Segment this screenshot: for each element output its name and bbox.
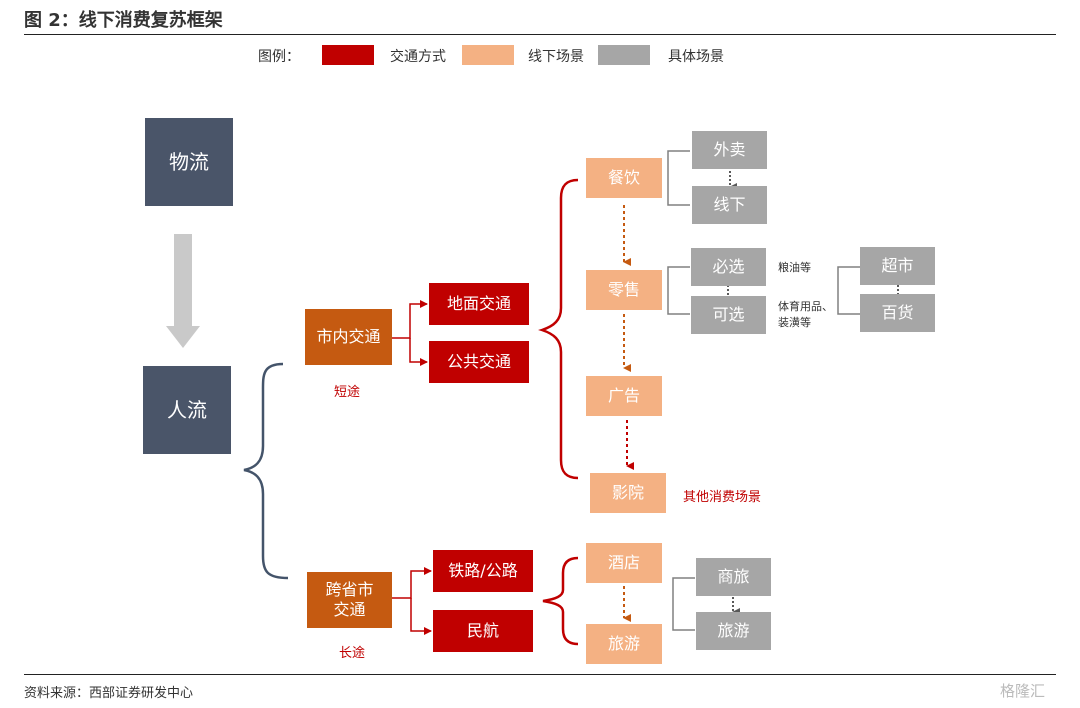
legend-swatch-specific (598, 45, 650, 65)
travel-scenes-brace (542, 556, 579, 646)
legend-text-specific: 具体场景 (668, 49, 724, 65)
node-optional: 可选 (691, 296, 766, 334)
node-supermarket: 超市 (860, 247, 935, 285)
note-other-scenes: 其他消费场景 (683, 490, 762, 505)
note-optional: 体育用品、 装潢等 (778, 300, 833, 329)
node-urban-transport: 市内交通 (305, 309, 392, 365)
node-cross-province-transport: 跨省市 交通 (307, 572, 392, 628)
offline-scenes-brace (538, 178, 579, 480)
node-business-travel: 商旅 (696, 558, 771, 596)
page-title: 图 2：线下消费复苏框架 (24, 10, 223, 31)
note-long-trip: 长途 (339, 646, 366, 661)
node-retail: 零售 (586, 270, 662, 310)
title-rule (24, 34, 1056, 35)
node-tourism: 旅游 (586, 624, 662, 664)
footer-rule (24, 674, 1056, 675)
legend-label: 图例： (258, 49, 300, 65)
node-people-flow: 人流 (143, 366, 231, 454)
legend-swatch-transport (322, 45, 374, 65)
node-advertising: 广告 (586, 376, 662, 416)
node-ground-transport: 地面交通 (429, 283, 529, 325)
node-logistics: 物流 (145, 118, 233, 206)
note-essentials: 粮油等 (778, 261, 811, 274)
node-civil-aviation: 民航 (433, 610, 533, 652)
logistics-to-people-arrow (166, 234, 200, 348)
node-essentials: 必选 (691, 248, 766, 286)
node-dining: 餐饮 (586, 158, 662, 198)
legend-text-transport: 交通方式 (390, 49, 446, 65)
node-dine-in: 线下 (692, 186, 767, 224)
node-takeout: 外卖 (692, 131, 767, 169)
note-short-trip: 短途 (334, 385, 361, 400)
node-public-transport: 公共交通 (429, 341, 529, 383)
watermark: 格隆汇 (1000, 682, 1046, 700)
source-note: 资料来源：西部证券研发中心 (24, 686, 194, 701)
legend-text-offline: 线下场景 (528, 49, 584, 65)
node-hotel: 酒店 (586, 543, 662, 583)
node-dept-store: 百货 (860, 294, 935, 332)
node-cinema: 影院 (590, 473, 666, 513)
people-flow-brace (243, 362, 289, 580)
node-leisure-travel: 旅游 (696, 612, 771, 650)
legend-swatch-offline (462, 45, 514, 65)
node-rail-road: 铁路/公路 (433, 550, 533, 592)
